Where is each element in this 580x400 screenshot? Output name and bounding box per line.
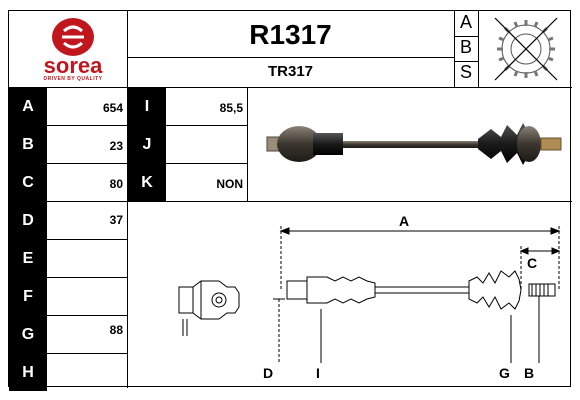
spec-value-i: 85,5 xyxy=(219,101,243,115)
brand-tagline: DRIVEN BY QUALITY xyxy=(43,76,103,82)
drive-shaft-photo xyxy=(266,123,562,165)
dimension-label-i: I xyxy=(316,365,320,381)
spec-label-e: E xyxy=(9,240,47,277)
spec-label-f: F xyxy=(9,278,47,315)
dimension-label-d: D xyxy=(263,365,274,381)
spec-label-b: B xyxy=(9,126,47,163)
dimension-label-c: C xyxy=(527,255,538,271)
dimension-diagram xyxy=(178,226,561,363)
reference-code: TR317 xyxy=(267,63,314,80)
spec-label-a: A xyxy=(9,88,47,125)
spec-value-b: 23 xyxy=(109,139,123,153)
spec-sheet: sorea DRIVEN BY QUALITY R1317 TR317 A B … xyxy=(8,10,572,391)
spec-label-i: I xyxy=(128,88,166,125)
abs-letter-s: S xyxy=(459,62,472,82)
dimension-label-g: G xyxy=(499,365,510,381)
spec-label-d: D xyxy=(9,202,47,239)
dimension-label-a: A xyxy=(399,213,410,229)
spec-value-k: NON xyxy=(216,177,243,191)
abs-letter-b: B xyxy=(459,37,472,57)
brand-logo: sorea DRIVEN BY QUALITY xyxy=(9,11,127,82)
brand-name: sorea xyxy=(43,53,103,78)
spec-label-g: G xyxy=(9,316,47,353)
dimension-label-b: B xyxy=(524,365,535,381)
abs-ring-crossed-icon xyxy=(494,17,558,81)
spec-value-d: 37 xyxy=(109,213,123,227)
spec-label-h: H xyxy=(9,354,47,391)
spec-value-a: 654 xyxy=(102,101,123,115)
spec-value-c: 80 xyxy=(109,177,123,191)
abs-letter-a: A xyxy=(459,12,472,32)
spec-label-c: C xyxy=(9,164,47,201)
spec-value-g: 88 xyxy=(109,323,123,337)
spec-label-k: K xyxy=(128,164,166,201)
part-number: R1317 xyxy=(249,19,332,50)
sorea-logo-icon xyxy=(52,18,94,56)
spec-label-j: J xyxy=(128,126,166,163)
